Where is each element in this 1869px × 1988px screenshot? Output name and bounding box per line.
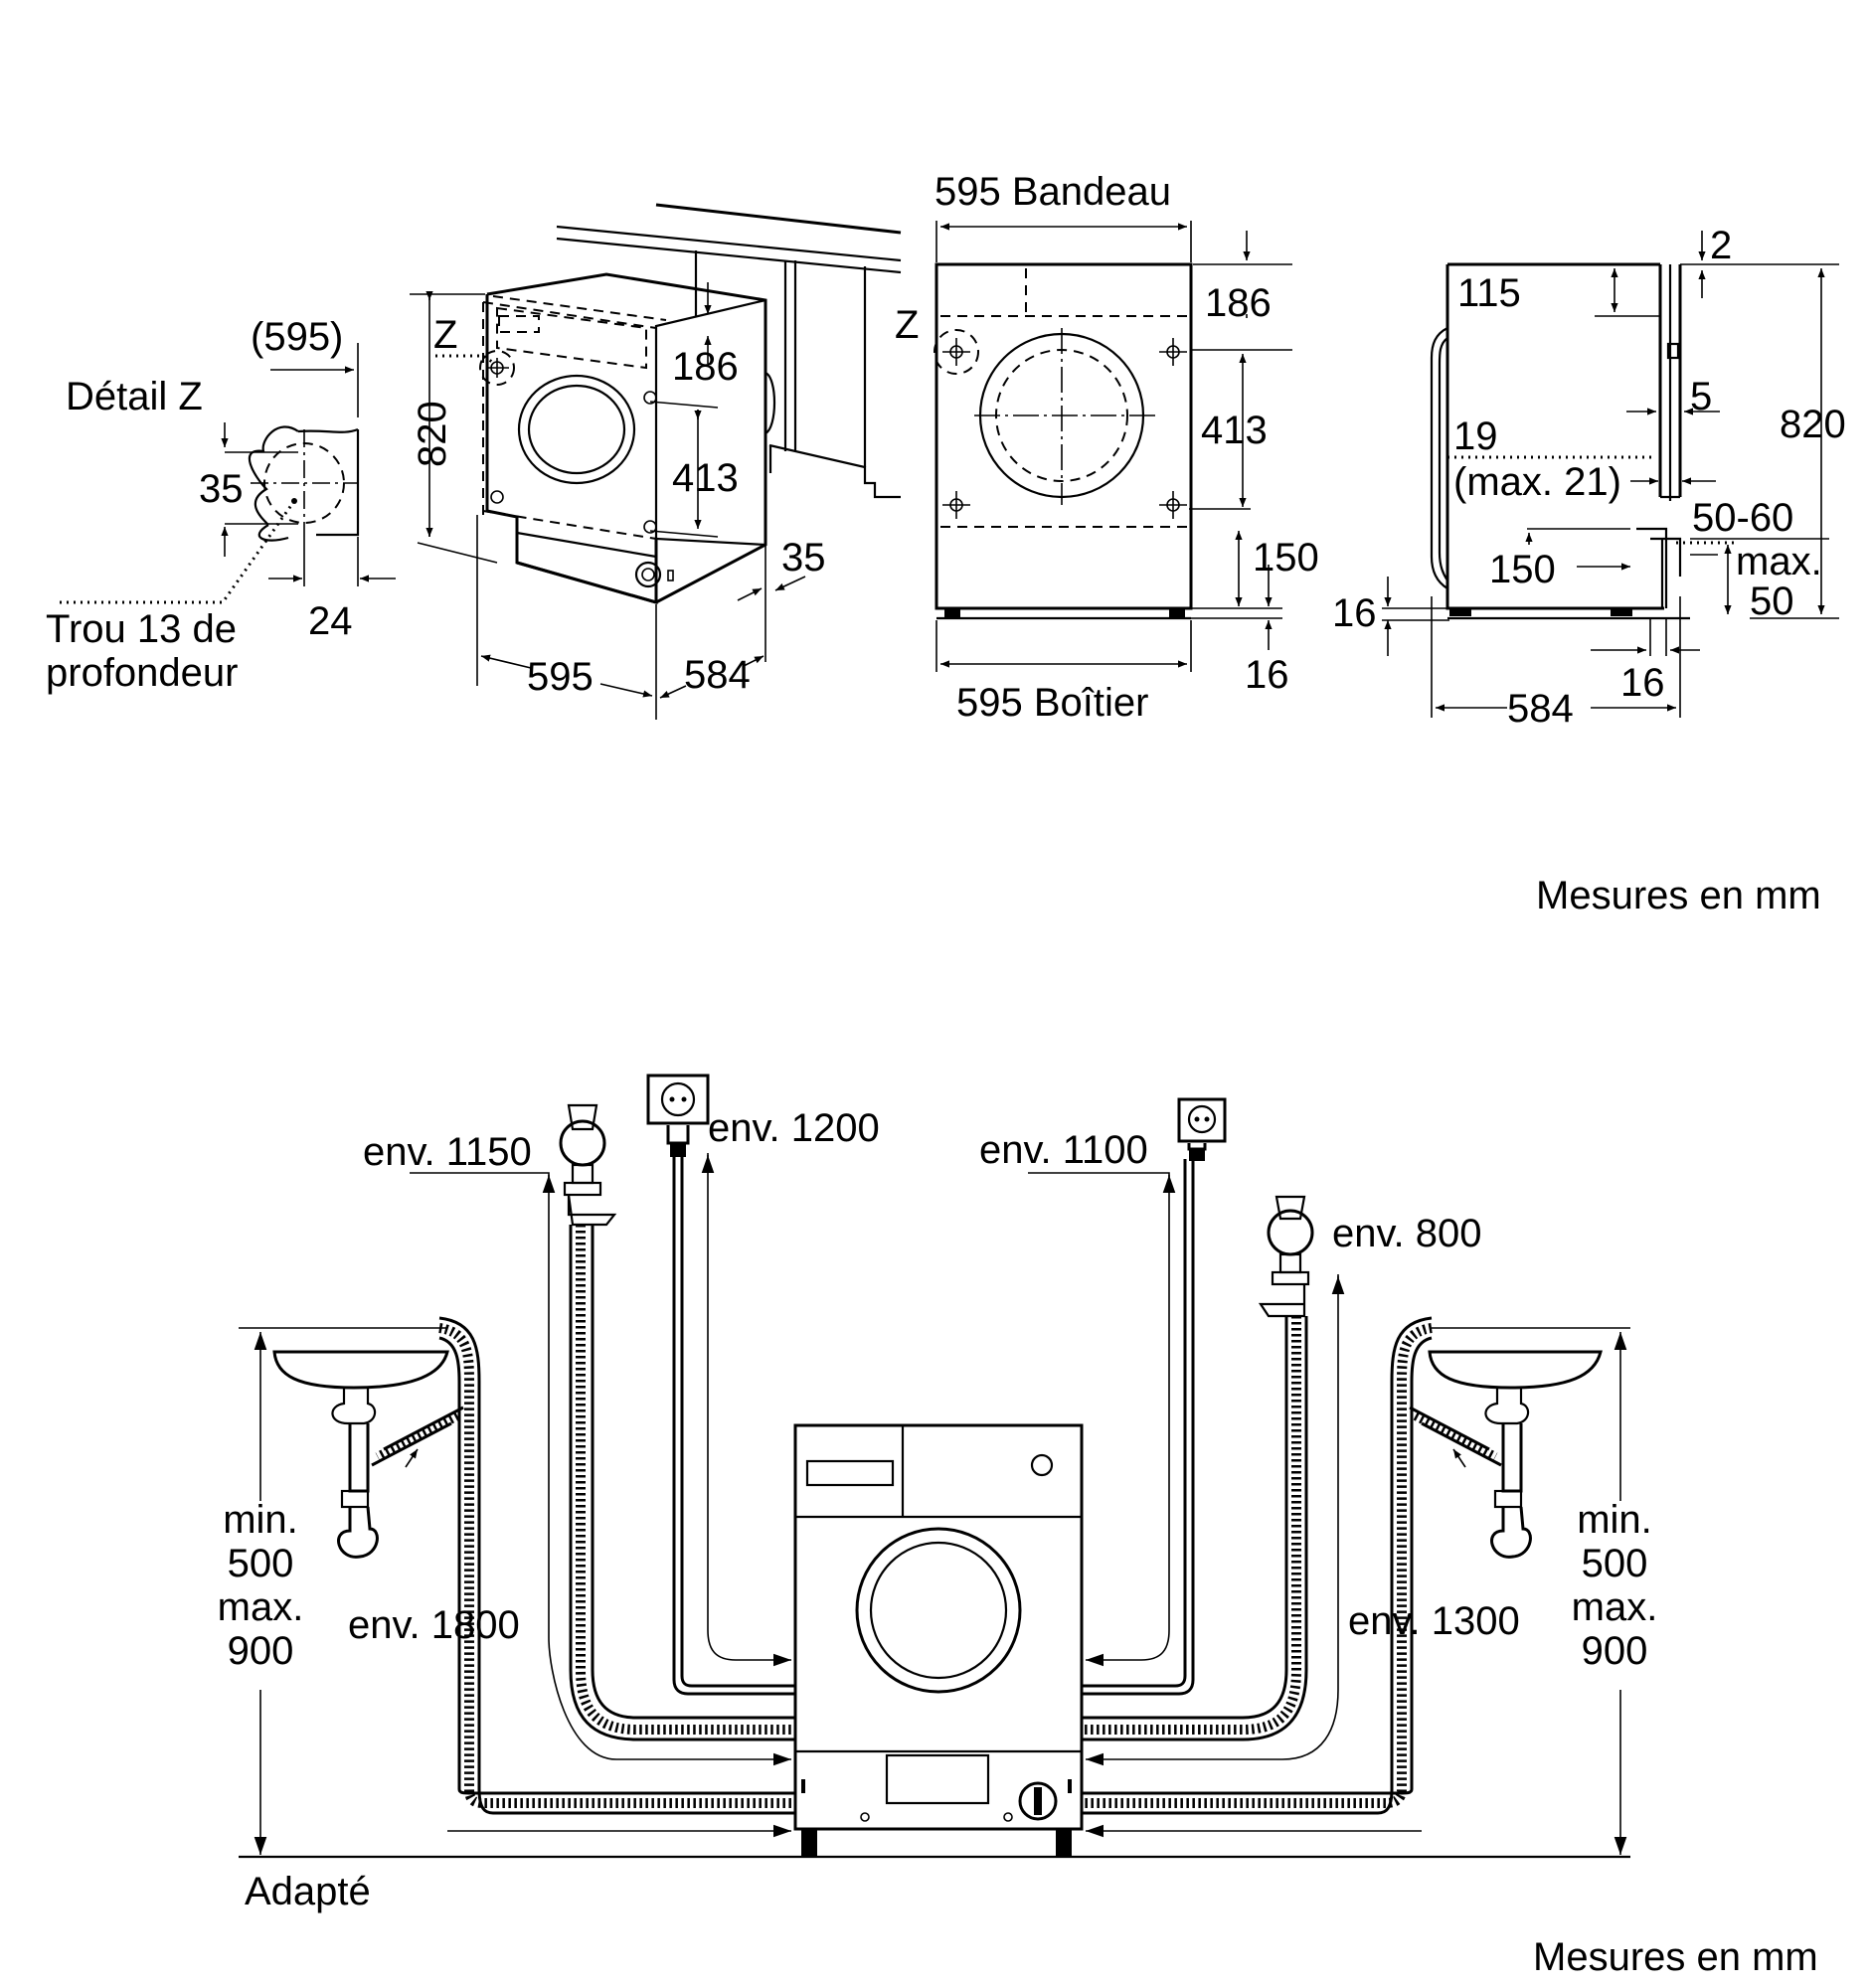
detail-hole-line2: profondeur <box>46 651 238 695</box>
right-height-l3: max. <box>1572 1585 1658 1629</box>
right-height-l2: 500 <box>1582 1542 1648 1585</box>
iso-dim-413: 413 <box>672 456 739 500</box>
left-sink <box>272 1350 449 1559</box>
side-dim-19: 19 <box>1453 414 1498 458</box>
front-dim-413: 413 <box>1201 409 1268 452</box>
detail-dim-595: (595) <box>251 315 343 359</box>
right-height-l1: min. <box>1577 1498 1652 1542</box>
side-dim-584: 584 <box>1507 687 1574 731</box>
left-height-l2: 500 <box>228 1542 294 1585</box>
iso-z-label: Z <box>433 313 457 357</box>
front-body-width: 595 Boîtier <box>956 681 1148 725</box>
front-dim-150: 150 <box>1253 536 1319 580</box>
left-height-l1: min. <box>223 1498 298 1542</box>
side-dim-16-left: 16 <box>1332 591 1377 635</box>
top-units-note: Mesures en mm <box>1536 874 1821 917</box>
left-height-l4: 900 <box>228 1629 294 1673</box>
front-dim-186: 186 <box>1205 281 1272 325</box>
front-panel-width: 595 Bandeau <box>934 170 1171 214</box>
left-height-l3: max. <box>218 1585 304 1629</box>
label-env-1150: env. 1150 <box>363 1130 532 1174</box>
side-dim-50: 50 <box>1750 580 1794 623</box>
right-sink <box>1428 1350 1603 1559</box>
side-dim-50-60: 50-60 <box>1692 496 1793 540</box>
front-dim-16: 16 <box>1245 653 1289 697</box>
iso-dim-820: 820 <box>411 401 454 467</box>
connection-diagram: env. 1150 env. 1200 env. 1100 env. 800 e… <box>218 1074 1658 1913</box>
side-dim-2: 2 <box>1710 224 1732 267</box>
iso-view: Z 820 186 413 35 595 584 <box>410 203 902 720</box>
detail-hole-line1: Trou 13 de <box>46 607 237 651</box>
label-env-1100: env. 1100 <box>979 1128 1148 1172</box>
bottom-units-note: Mesures en mm <box>1533 1935 1818 1979</box>
side-dim-max: max. <box>1736 540 1822 583</box>
iso-dim-595: 595 <box>527 655 594 699</box>
side-dim-max21: (max. 21) <box>1453 460 1621 504</box>
iso-dim-35: 35 <box>781 536 826 580</box>
right-height-l4: 900 <box>1582 1629 1648 1673</box>
label-env-1300: env. 1300 <box>1348 1599 1520 1643</box>
floor-label: Adapté <box>245 1870 371 1913</box>
iso-dim-186: 186 <box>672 345 739 389</box>
label-env-1800: env. 1800 <box>348 1603 520 1647</box>
washing-machine <box>793 1423 1084 1857</box>
detail-z: Détail Z (595) 35 24 Trou 13 de profonde… <box>46 315 396 695</box>
front-z-label: Z <box>895 303 919 347</box>
side-dim-820: 820 <box>1780 403 1846 446</box>
side-dim-115: 115 <box>1457 271 1521 315</box>
detail-z-title: Détail Z <box>66 375 203 418</box>
side-view: 2 115 5 820 19 (max. 21) 50-60 max. 50 1… <box>1332 224 1846 731</box>
front-view: 595 Bandeau Z 186 <box>895 170 1319 725</box>
detail-dim-35: 35 <box>199 467 244 511</box>
iso-dim-584: 584 <box>684 653 751 697</box>
label-env-1200: env. 1200 <box>708 1106 880 1150</box>
side-dim-16-bottom: 16 <box>1620 661 1665 705</box>
label-env-800: env. 800 <box>1332 1212 1482 1255</box>
detail-dim-24: 24 <box>308 599 353 643</box>
side-dim-150: 150 <box>1489 548 1556 591</box>
side-dim-5: 5 <box>1690 375 1712 418</box>
